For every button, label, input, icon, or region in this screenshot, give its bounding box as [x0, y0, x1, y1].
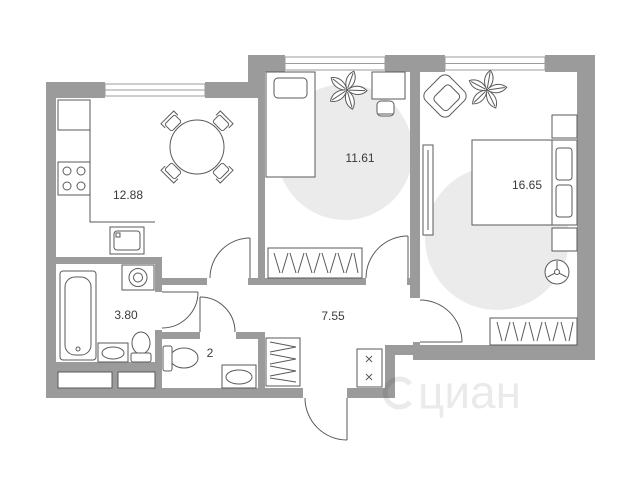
door-wc — [199, 296, 236, 333]
tv-console — [422, 144, 434, 236]
ventilation-shaft — [117, 371, 156, 389]
wall — [385, 55, 445, 72]
double-bed — [471, 139, 578, 226]
wall — [385, 345, 420, 355]
wall — [155, 257, 162, 292]
area-label-bathroom: 3.80 — [114, 308, 138, 322]
stove — [57, 161, 91, 196]
hall-closet — [265, 337, 301, 387]
ventilation-shaft — [57, 371, 113, 389]
nightstand — [551, 227, 578, 252]
plant-icon — [329, 70, 368, 110]
plant-icon — [468, 69, 508, 109]
single-bed — [265, 71, 316, 178]
wall — [385, 345, 395, 398]
wall — [347, 388, 395, 398]
door-kitchen — [209, 237, 251, 279]
toilet — [130, 331, 152, 363]
window-kitchen — [104, 83, 206, 97]
desk-chair — [376, 100, 395, 117]
walls — [46, 55, 595, 398]
kitchen-counter — [89, 130, 155, 223]
wall — [46, 82, 56, 398]
washing-machine — [121, 264, 155, 291]
window-bedroom — [284, 56, 386, 71]
wall — [248, 278, 265, 285]
area-label-wc: 2 — [207, 346, 214, 360]
kitchen-sink — [109, 226, 145, 255]
wall — [258, 332, 265, 392]
wall — [410, 72, 420, 298]
wardrobe-bedroom — [267, 247, 363, 279]
wall — [413, 345, 595, 360]
washbasin — [221, 364, 257, 389]
watermark-logo: циан — [382, 366, 521, 418]
washbasin — [97, 342, 129, 363]
watermark-text: циан — [418, 366, 521, 418]
door-entrance — [304, 397, 348, 441]
area-label-hall: 7.55 — [321, 309, 345, 323]
wall — [155, 332, 200, 339]
wall — [46, 388, 303, 398]
dining-chair — [212, 110, 234, 132]
fridge — [57, 99, 91, 131]
dining-chair — [160, 162, 182, 184]
door-bathroom — [161, 291, 199, 329]
door-bedroom — [365, 235, 409, 279]
wall — [155, 278, 207, 285]
dining-chair — [212, 162, 234, 184]
area-label-master-bedroom: 16.65 — [512, 178, 542, 192]
fan-icon — [544, 259, 570, 285]
area-label-bedroom: 11.61 — [345, 151, 374, 165]
wall — [413, 342, 420, 360]
wall — [236, 332, 265, 339]
nightstand — [551, 114, 578, 139]
wall — [258, 278, 366, 285]
wall — [56, 257, 162, 264]
wall — [155, 330, 162, 390]
desk — [371, 71, 406, 100]
wall — [46, 82, 105, 98]
area-label-kitchen: 12.88 — [113, 188, 143, 202]
armchair — [423, 74, 467, 118]
wall — [577, 55, 595, 360]
door-master-bedroom — [419, 299, 463, 343]
wall — [258, 72, 265, 285]
toilet — [162, 345, 199, 372]
wardrobe-master-bedroom — [489, 317, 578, 346]
window-master-bedroom — [444, 56, 546, 71]
bathtub — [59, 270, 97, 361]
dining-chair — [160, 110, 182, 132]
electrical-panel — [356, 348, 383, 388]
dining-table — [169, 119, 225, 175]
